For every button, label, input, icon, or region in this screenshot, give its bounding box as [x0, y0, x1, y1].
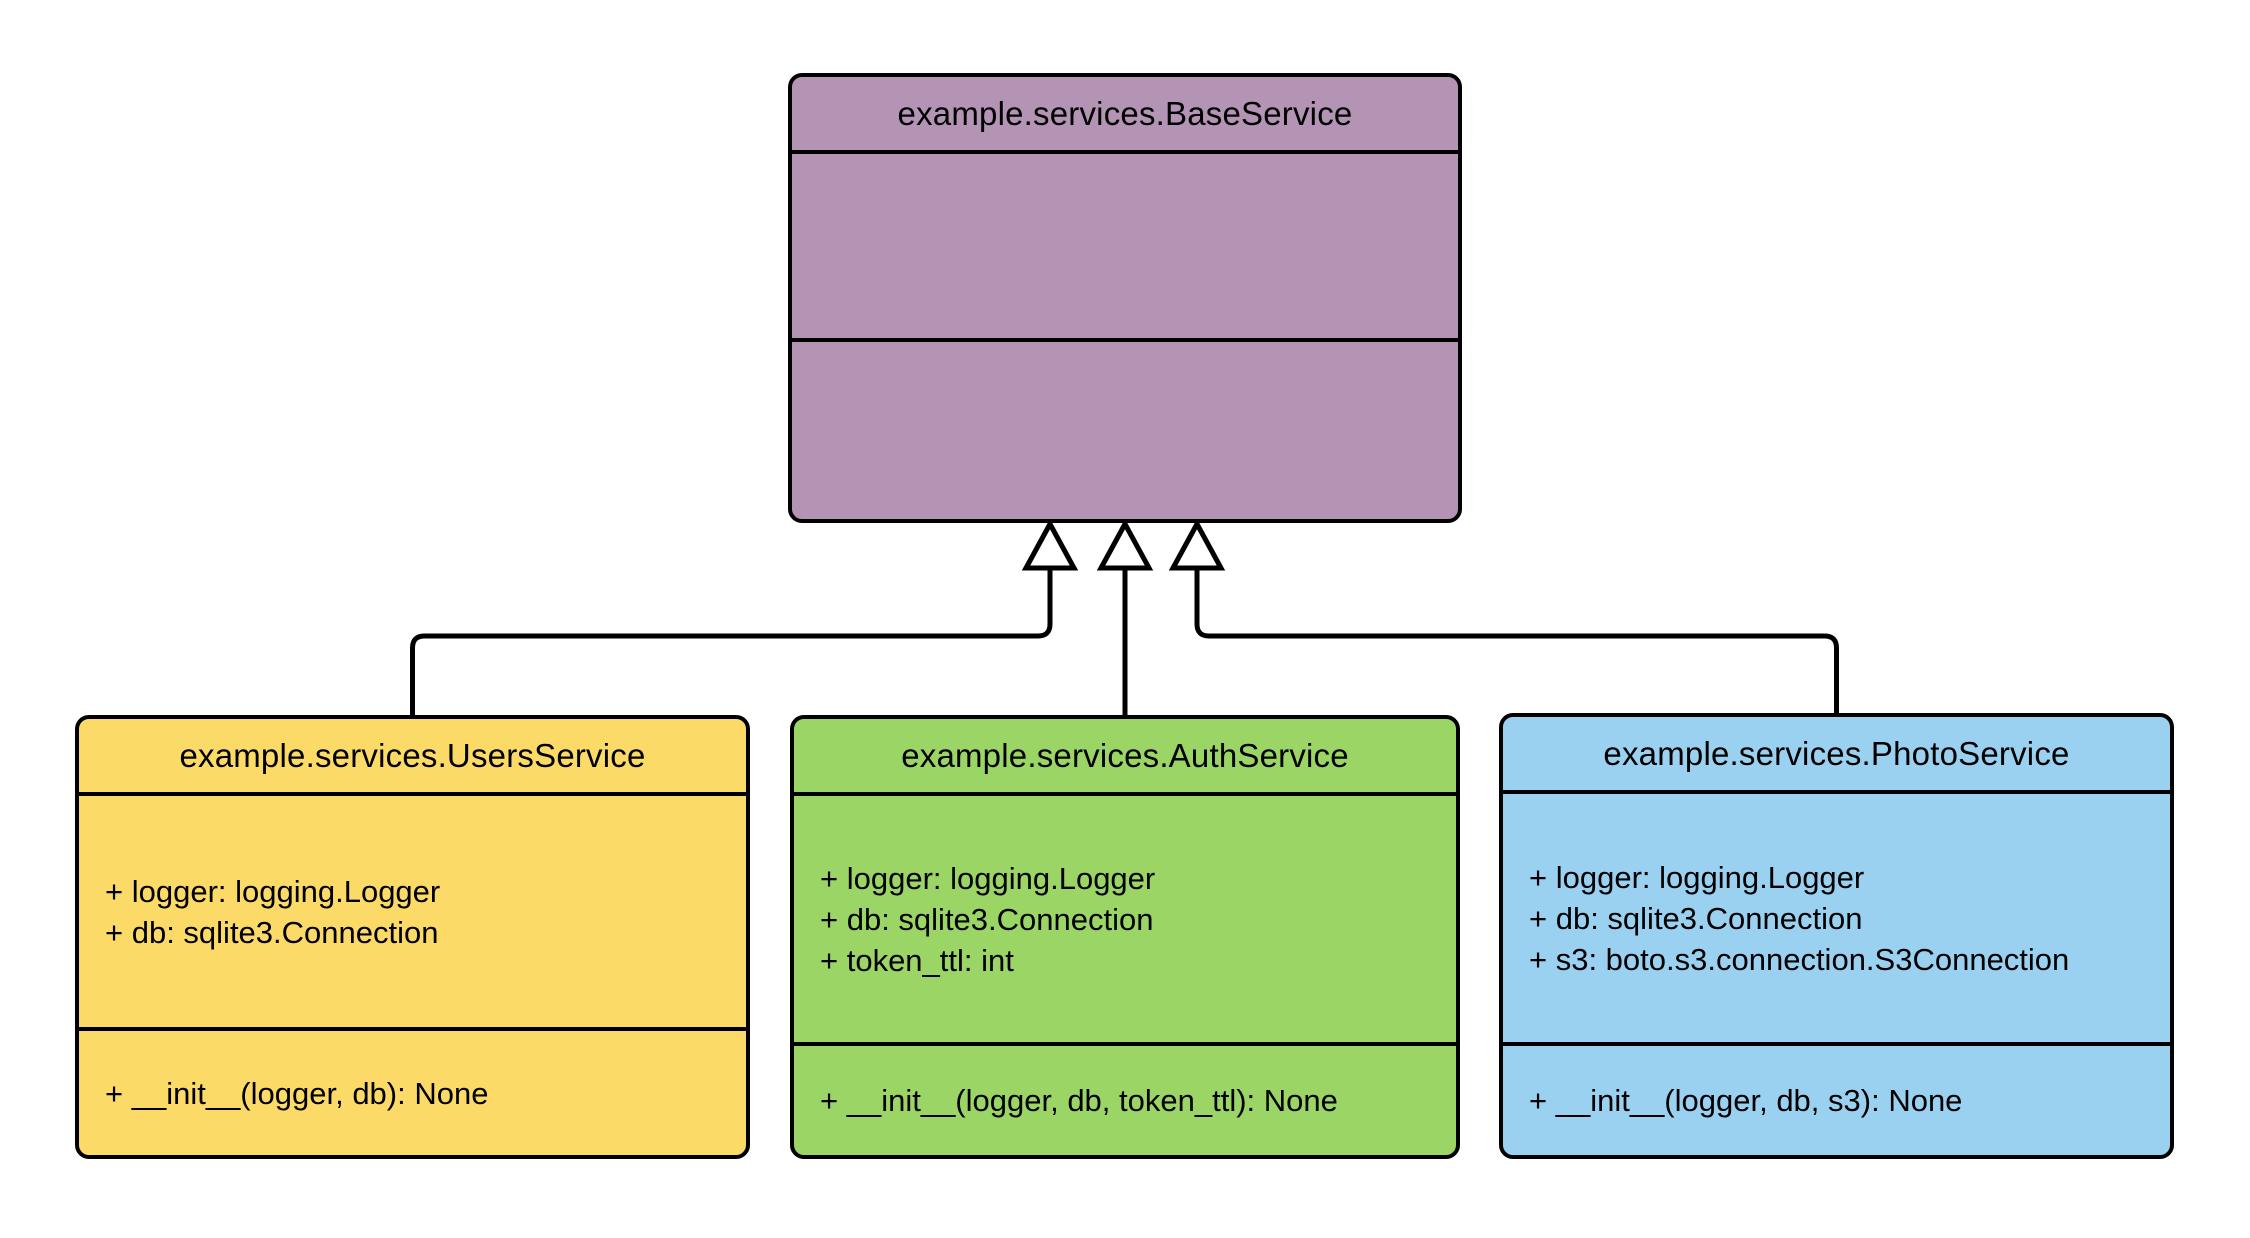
class-box-authservice: example.services.AuthService + logger: l… — [790, 715, 1460, 1159]
attribute-logger: + logger: logging.Logger — [105, 873, 441, 909]
attribute-db: + db: sqlite3.Connection — [1529, 900, 1863, 936]
inheritance-arrowhead-photoservice — [1168, 518, 1226, 571]
class-box-baseservice: example.services.BaseService — [788, 73, 1462, 523]
method-init: + __init__(logger, db, token_ttl): None — [820, 1083, 1338, 1118]
attribute-logger: + logger: logging.Logger — [820, 860, 1156, 896]
class-methods: + __init__(logger, db, s3): None — [1503, 1042, 2170, 1155]
inheritance-edge-photoservice — [1194, 566, 1839, 716]
class-box-usersservice: example.services.UsersService + logger: … — [75, 715, 750, 1159]
attribute-logger: + logger: logging.Logger — [1529, 859, 1865, 895]
class-attributes: + logger: logging.Logger + db: sqlite3.C… — [79, 792, 746, 1027]
class-title: example.services.UsersService — [179, 736, 646, 774]
class-attributes: + logger: logging.Logger + db: sqlite3.C… — [794, 792, 1456, 1042]
method-init: + __init__(logger, db, s3): None — [1529, 1083, 1963, 1118]
attribute-s3: + s3: boto.s3.connection.S3Connection — [1529, 941, 2070, 977]
class-attributes-empty — [792, 150, 1458, 338]
class-title: example.services.BaseService — [897, 94, 1353, 132]
class-methods: + __init__(logger, db, token_ttl): None — [794, 1042, 1456, 1155]
class-methods: + __init__(logger, db): None — [79, 1027, 746, 1155]
attribute-db: + db: sqlite3.Connection — [820, 901, 1154, 937]
attribute-token-ttl: + token_ttl: int — [820, 942, 1014, 978]
class-box-photoservice: example.services.PhotoService + logger: … — [1499, 713, 2174, 1159]
inheritance-arrowhead-usersservice — [1021, 518, 1079, 571]
class-attributes: + logger: logging.Logger + db: sqlite3.C… — [1503, 790, 2170, 1042]
attribute-db: + db: sqlite3.Connection — [105, 914, 439, 950]
class-title: example.services.AuthService — [901, 736, 1349, 774]
inheritance-arrowhead-authservice — [1096, 518, 1154, 571]
class-title: example.services.PhotoService — [1603, 734, 2070, 772]
method-init: + __init__(logger, db): None — [105, 1075, 489, 1111]
class-methods-empty — [792, 338, 1458, 519]
inheritance-edge-usersservice — [410, 566, 1053, 718]
